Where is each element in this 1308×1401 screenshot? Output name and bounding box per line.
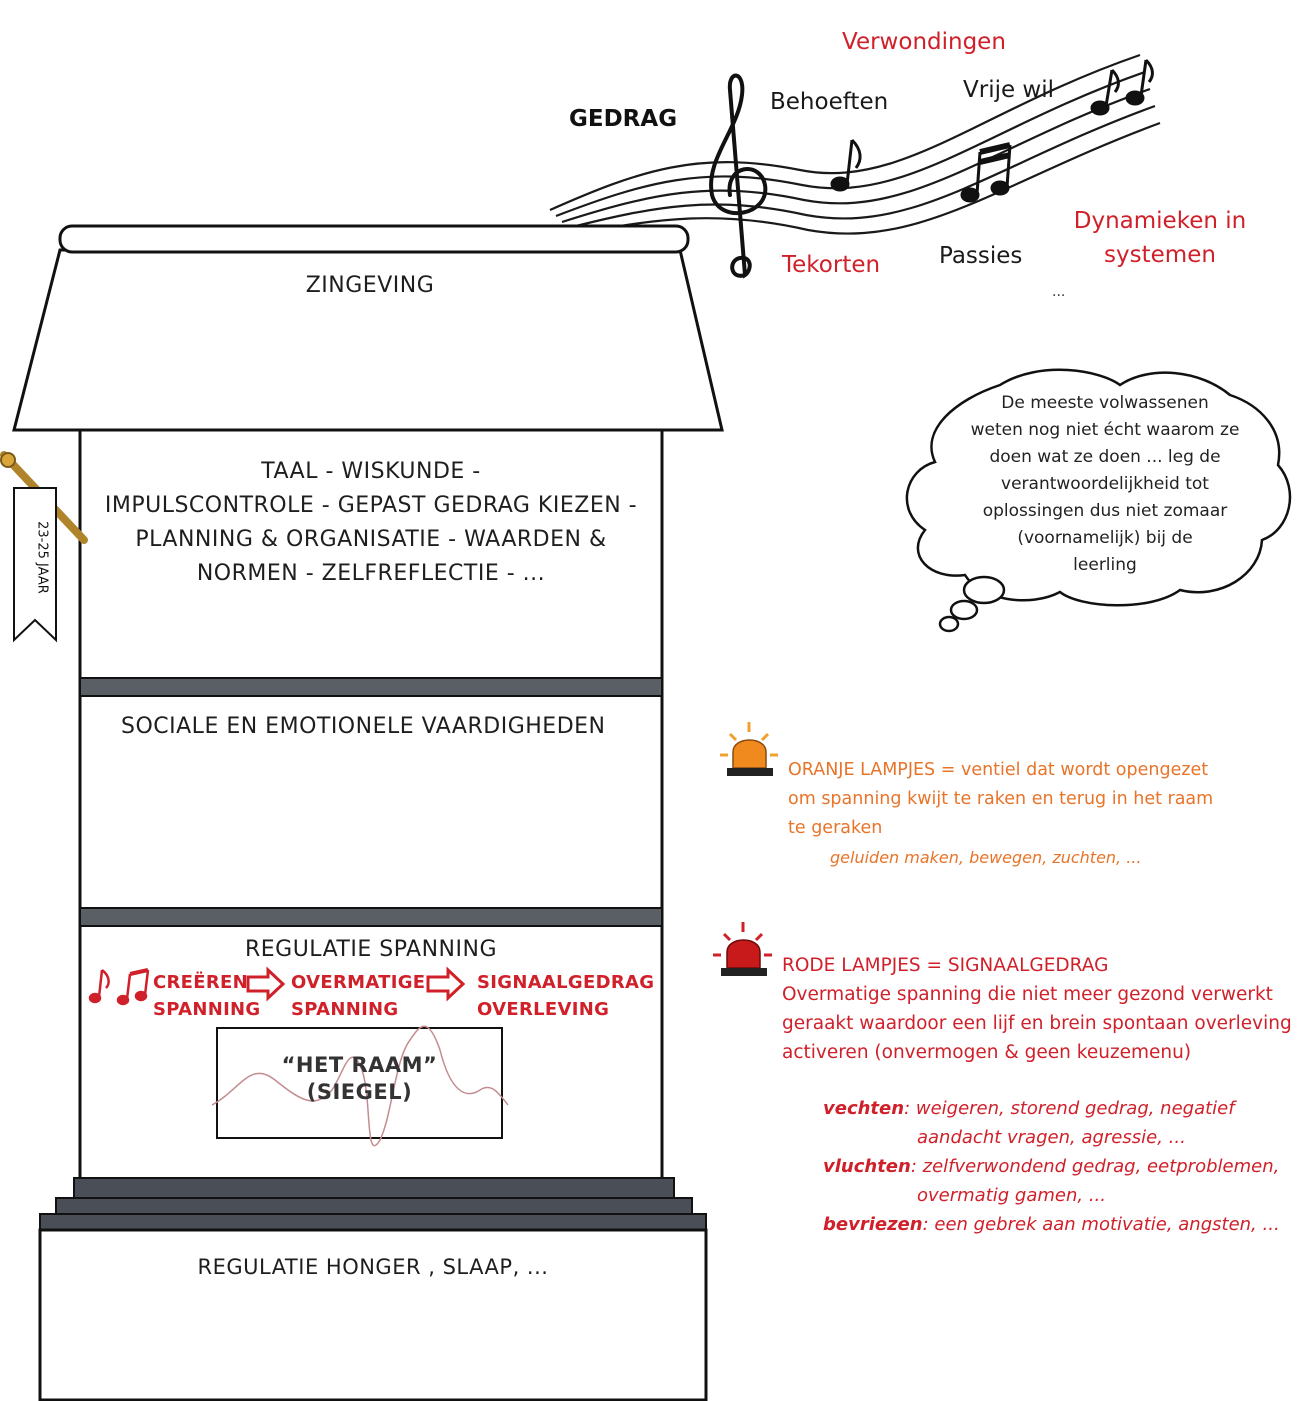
reaction-freeze-text1: een gebrek aan motivatie, angsten, ... (934, 1214, 1280, 1235)
orange-examples: geluiden maken, bewegen, zuchten, ... (830, 848, 1142, 867)
window-frame (216, 1027, 503, 1139)
orange-lamps-legend: ORANJE LAMPJES = ventiel dat wordt openg… (788, 756, 1298, 872)
flow-step-excess-line2: SPANNING (291, 999, 399, 1020)
upper-line-3: PLANNING & ORGANISATIE - WAARDEN & (135, 527, 607, 552)
base-label: REGULATIE HONGER , SLAAP, ... (197, 1255, 549, 1279)
flow-arrows (246, 966, 466, 1002)
upper-line-4: NORMEN - ZELFREFLECTIE - ... (196, 561, 546, 586)
music-notes-icon (830, 58, 1154, 203)
reaction-fight: vechten: weigeren, storend gedrag, negat… (823, 1098, 1235, 1119)
thought-cloud (905, 368, 1292, 633)
music-staff (549, 53, 1161, 236)
upper-section-text: TAAL - WISKUNDE - IMPULSCONTROLE - GEPAS… (84, 455, 658, 591)
reactions-list: vechten: weigeren, storend gedrag, negat… (823, 1094, 1303, 1239)
orange-line-1: ORANJE LAMPJES = ventiel dat wordt openg… (788, 760, 1209, 780)
flow-step-create-line2: SPANNING (153, 999, 261, 1020)
red-line-2: geraakt waardoor een lijf en brein spont… (782, 1013, 1292, 1034)
thought-line-2: weten nog niet écht waarom ze (970, 420, 1240, 440)
thought-text: De meeste volwassenen weten nog niet éch… (935, 390, 1275, 579)
red-notes-icon (88, 968, 150, 1006)
tower-stairs (39, 1177, 707, 1231)
word-verwondingen: Verwondingen (842, 29, 1006, 55)
thought-line-5: oplossingen dus niet zomaar (982, 501, 1228, 521)
thought-line-6: (voornamelijk) bij de (1017, 528, 1193, 548)
flow-step-excess: OVERMATIGE SPANNING (291, 969, 425, 1023)
thought-line-4: verantwoordelijkheid tot (1001, 474, 1209, 494)
red-lamps-legend: RODE LAMPJES = SIGNAALGEDRAG Overmatige … (782, 951, 1302, 1067)
reaction-fight-term: vechten (823, 1098, 905, 1119)
reaction-flight-cont: overmatig gamen, ... (917, 1185, 1106, 1206)
treble-clef-icon (709, 73, 768, 279)
word-tekorten: Tekorten (782, 252, 881, 278)
reaction-freeze: bevriezen: een gebrek aan motivatie, ang… (823, 1214, 1280, 1235)
window-label-line2: (SIEGEL) (306, 1080, 413, 1104)
red-siren-icon (713, 922, 772, 976)
orange-line-3: te geraken (788, 818, 883, 838)
flow-step-create: CREËREN SPANNING (153, 969, 261, 1023)
flow-step-excess-line1: OVERMATIGE (291, 972, 426, 993)
thought-line-1: De meeste volwassenen (1001, 393, 1209, 413)
red-line-3: activeren (onvermogen & geen keuzemenu) (782, 1042, 1192, 1063)
age-label-text: 23-25 JAAR (34, 521, 50, 594)
word-dynamieken-line2: systemen (1104, 242, 1216, 268)
tower-body (78, 430, 664, 1178)
flow-step-signal-line1: SIGNAALGEDRAG (477, 972, 655, 993)
thought-line-3: doen wat ze doen ... leg de (989, 447, 1221, 467)
reaction-flight-term: vluchten (823, 1156, 911, 1177)
upper-line-2: IMPULSCONTROLE - GEPAST GEDRAG KIEZEN - (104, 493, 638, 518)
word-behoeften: Behoeften (770, 89, 889, 115)
gedrag-title: GEDRAG (569, 106, 678, 132)
roof-label: ZINGEVING (305, 273, 435, 298)
tension-wave (211, 1025, 509, 1147)
flow-step-create-line1: CREËREN (153, 972, 248, 993)
reaction-fight-text1: weigeren, storend gedrag, negatief (915, 1098, 1235, 1119)
red-line-1: Overmatige spanning die niet meer gezond… (782, 984, 1273, 1005)
reaction-flight: vluchten: zelfverwondend gedrag, eetprob… (823, 1156, 1280, 1177)
age-label: 23-25 JAAR (22, 500, 62, 620)
regulation-title: REGULATIE SPANNING (244, 937, 498, 962)
tower-roof (12, 224, 724, 432)
upper-line-1: TAAL - WISKUNDE - (261, 459, 481, 484)
word-ellipsis: ... (1052, 284, 1066, 300)
reaction-freeze-term: bevriezen (823, 1214, 923, 1235)
tower-base (38, 1228, 708, 1401)
reaction-flight-text1: zelfverwondend gedrag, eetproblemen, (922, 1156, 1280, 1177)
middle-section-label: SOCIALE EN EMOTIONELE VAARDIGHEDEN (121, 714, 606, 739)
word-dynamieken: Dynamieken in systemen (1060, 204, 1260, 272)
reaction-fight-cont: aandacht vragen, agressie, ... (917, 1127, 1186, 1148)
thought-line-7: leerling (1073, 555, 1137, 575)
word-dynamieken-line1: Dynamieken in (1073, 208, 1247, 234)
red-title: RODE LAMPJES = SIGNAALGEDRAG (782, 955, 1109, 976)
word-passies: Passies (939, 243, 1023, 269)
age-flag (0, 451, 88, 643)
flow-step-signal-line2: OVERLEVING (477, 999, 610, 1020)
word-vrije-wil: Vrije wil (963, 77, 1055, 103)
flow-step-signal: SIGNAALGEDRAG OVERLEVING (477, 969, 654, 1023)
window-label-line1: “HET RAAM” (281, 1053, 438, 1077)
orange-siren-icon (720, 722, 778, 776)
window-label: “HET RAAM” (SIEGEL) (217, 1052, 502, 1106)
orange-line-2: om spanning kwijt te raken en terug in h… (788, 789, 1214, 809)
tower-dividers (79, 677, 663, 927)
